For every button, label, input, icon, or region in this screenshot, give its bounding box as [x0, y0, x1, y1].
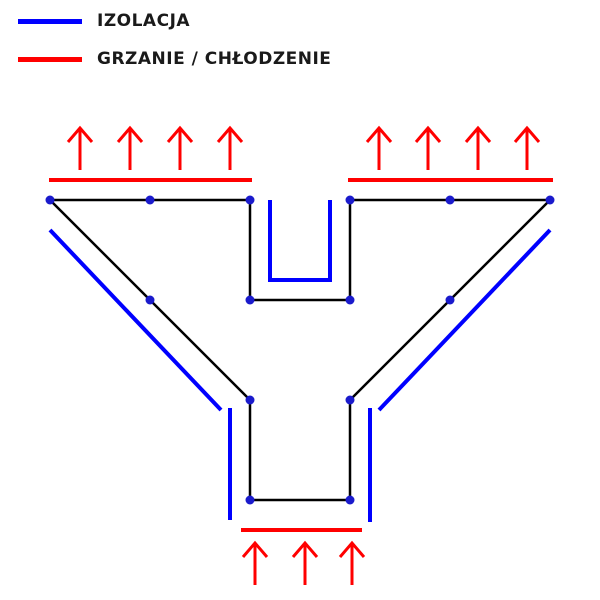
node	[445, 295, 455, 305]
legend-heating-swatch	[18, 56, 82, 62]
domain-outline	[46, 198, 554, 502]
insulation-right-diagonal	[377, 228, 552, 412]
node	[345, 395, 355, 405]
heating-boundaries	[49, 178, 553, 532]
node	[245, 495, 255, 505]
arrow-up-icon	[464, 125, 492, 170]
arrow-up-icon	[365, 125, 393, 170]
node	[345, 495, 355, 505]
node	[545, 195, 555, 205]
heat-flux-arrows	[66, 125, 541, 585]
node	[245, 395, 255, 405]
insulation-left-diagonal	[48, 228, 223, 412]
arrow-up-icon	[116, 125, 144, 170]
node	[445, 195, 455, 205]
node	[145, 295, 155, 305]
legend-heating-label: GRZANIE / CHŁODZENIE	[97, 49, 332, 69]
arrow-up-icon	[216, 125, 244, 170]
node	[345, 195, 355, 205]
insulation-inner-notch	[268, 200, 332, 282]
mesh-nodes	[45, 195, 555, 505]
arrow-up-icon	[338, 540, 366, 585]
arrow-up-icon	[66, 125, 94, 170]
legend-insulation-label: IZOLACJA	[97, 11, 191, 31]
node	[45, 195, 55, 205]
arrow-up-icon	[513, 125, 541, 170]
legend-insulation-swatch	[18, 18, 82, 24]
legend-insulation: IZOLACJA	[18, 11, 190, 31]
node	[345, 295, 355, 305]
insulation-boundaries	[48, 200, 552, 522]
arrow-up-icon	[414, 125, 442, 170]
arrow-up-icon	[166, 125, 194, 170]
legend-heating: GRZANIE / CHŁODZENIE	[18, 49, 331, 69]
node	[145, 195, 155, 205]
arrow-up-icon	[291, 540, 319, 585]
arrow-up-icon	[241, 540, 269, 585]
node	[245, 295, 255, 305]
node	[245, 195, 255, 205]
